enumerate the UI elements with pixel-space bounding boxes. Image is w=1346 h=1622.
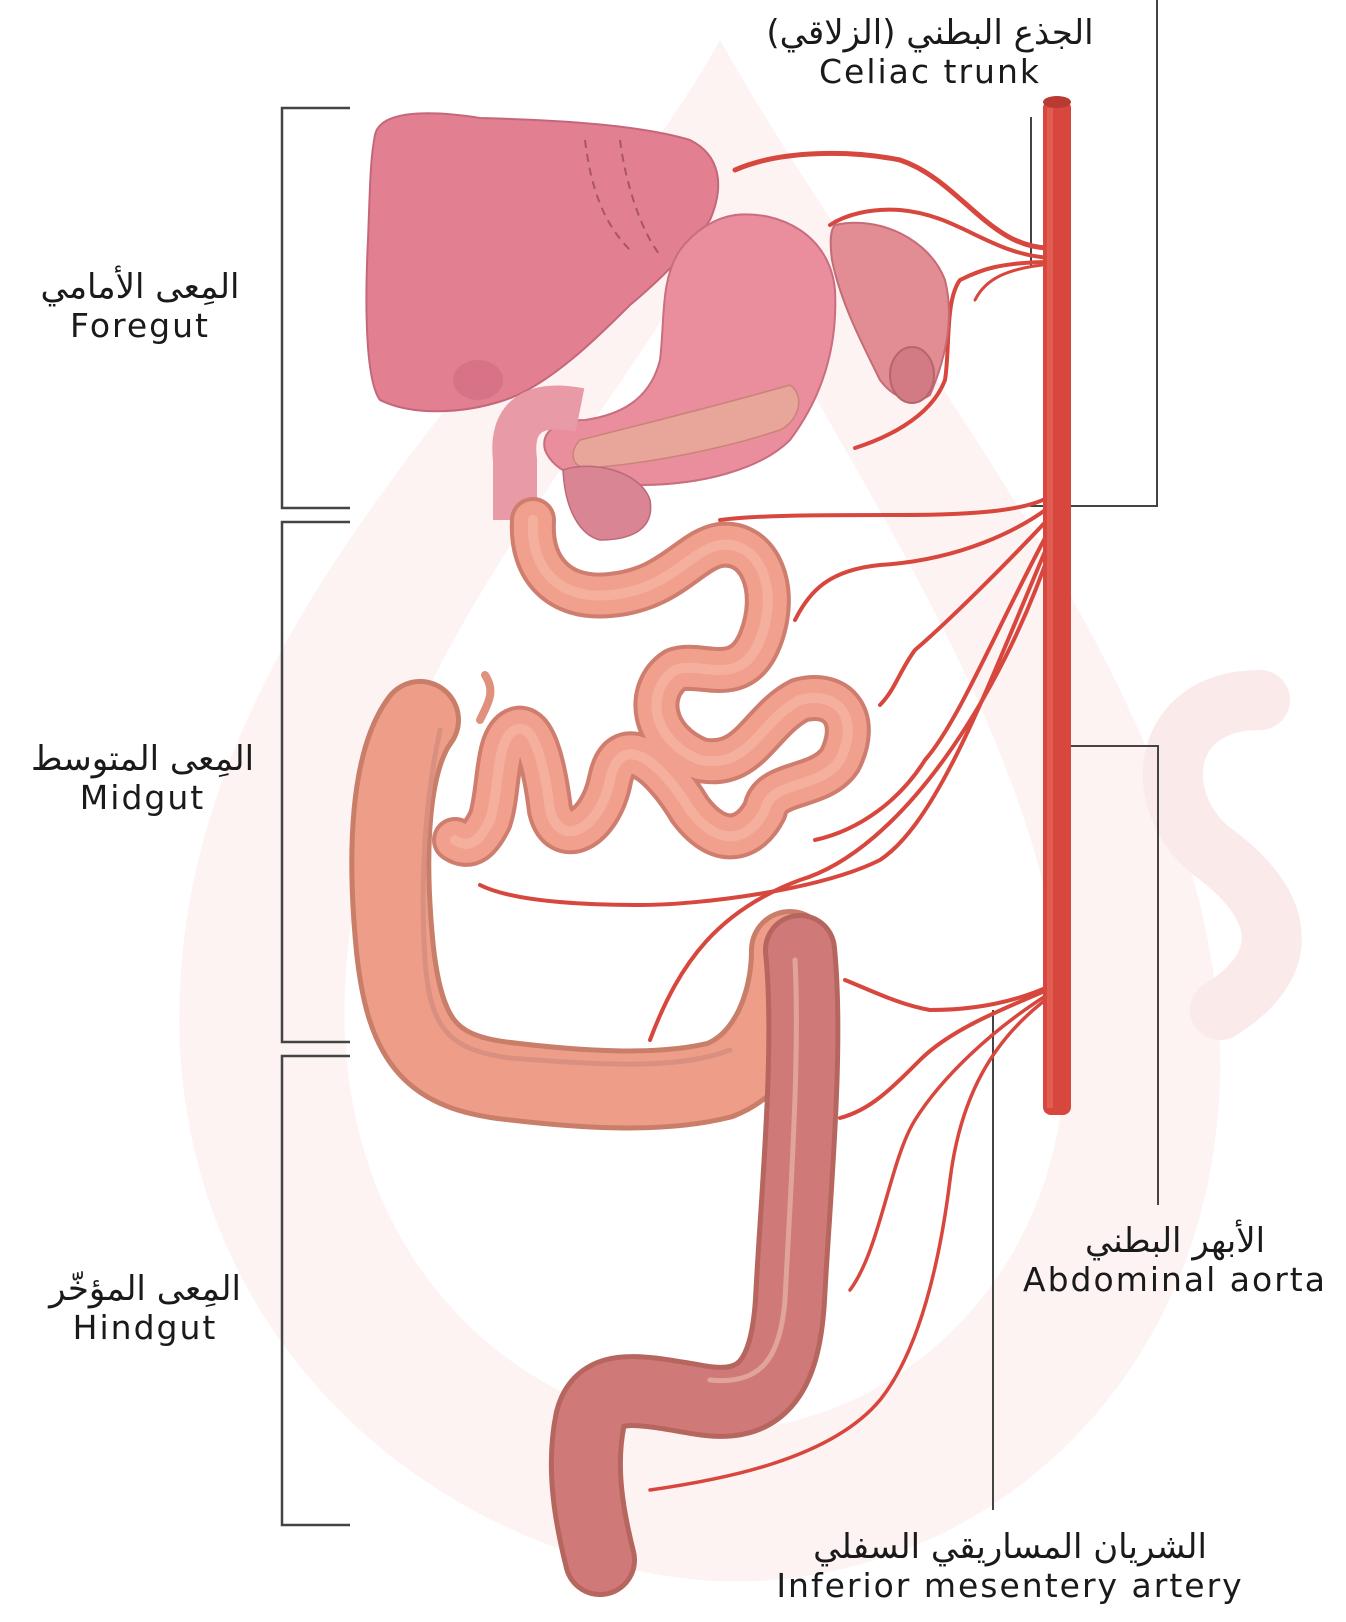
abdominal-aorta-label-en: Abdominal aorta xyxy=(1010,1261,1340,1299)
celiac-trunk-label-ar: الجذع البطني (الزلاقي) xyxy=(720,14,1140,53)
abdominal-aorta-label: الأبهر البطني Abdominal aorta xyxy=(1010,1222,1340,1299)
hindgut-label-en: Hindgut xyxy=(15,1309,275,1347)
foregut-label: المِعى الأمامي Foregut xyxy=(10,268,270,345)
foregut-label-ar: المِعى الأمامي xyxy=(10,268,270,307)
foregut-bracket xyxy=(282,108,350,508)
hindgut-label: المِعى المؤخّر Hindgut xyxy=(15,1270,275,1347)
inferior-mesentery-artery-label-ar: الشريان المساريقي السفلي xyxy=(760,1528,1260,1567)
descending-sigmoid-colon xyxy=(586,950,804,1560)
midgut-label-en: Midgut xyxy=(5,779,280,817)
abdominal-aorta xyxy=(1043,96,1071,1115)
hindgut-bracket xyxy=(282,1056,350,1525)
foregut-label-en: Foregut xyxy=(10,307,270,345)
midgut-label: المِعى المتوسط Midgut xyxy=(5,740,280,817)
inferior-mesentery-artery-label-en: Inferior mesentery artery xyxy=(760,1567,1260,1605)
small-intestine xyxy=(455,520,848,844)
aorta-leader-line xyxy=(1070,746,1158,1205)
midgut-bracket xyxy=(282,522,350,1042)
spleen xyxy=(831,223,949,403)
hindgut-label-ar: المِعى المؤخّر xyxy=(15,1270,275,1309)
appendix xyxy=(480,675,490,720)
celiac-trunk-label: الجذع البطني (الزلاقي) Celiac trunk xyxy=(720,14,1140,91)
midgut-label-ar: المِعى المتوسط xyxy=(5,740,280,779)
abdominal-aorta-label-ar: الأبهر البطني xyxy=(1010,1222,1340,1261)
inferior-mesentery-artery-label: الشريان المساريقي السفلي Inferior mesent… xyxy=(760,1528,1260,1605)
celiac-trunk-label-en: Celiac trunk xyxy=(720,53,1140,91)
